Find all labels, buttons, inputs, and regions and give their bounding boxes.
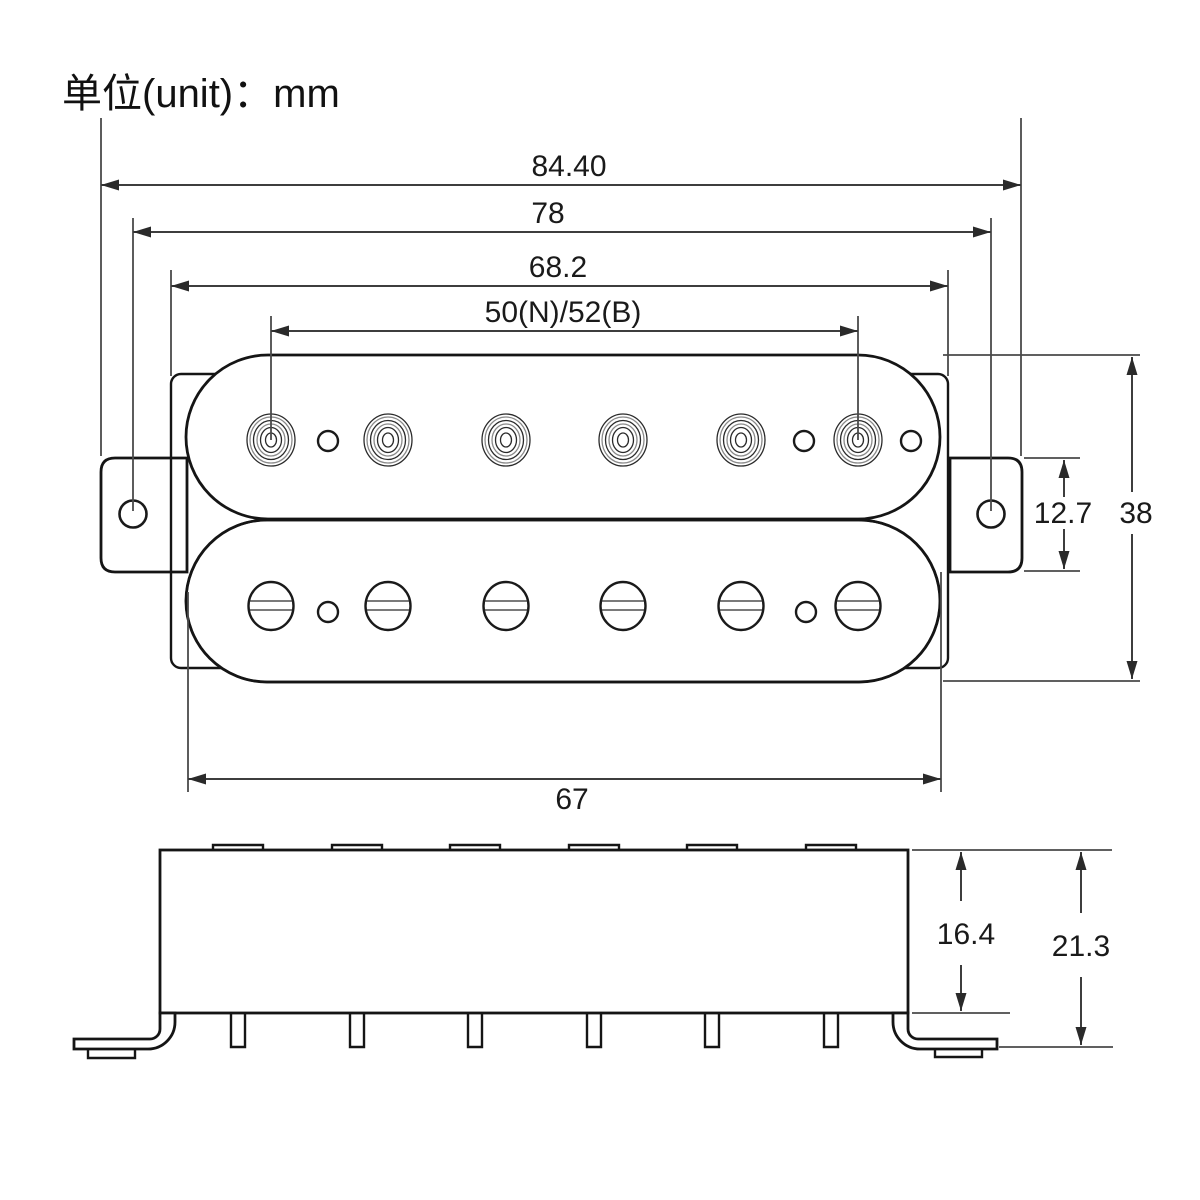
dim-bobbin-length: 67 — [188, 773, 941, 816]
bottom-small-hole — [316, 600, 340, 624]
dim-side-body-height-label: 16.4 — [937, 918, 995, 951]
dim-baseplate-width-label: 68.2 — [529, 251, 587, 284]
top-view — [99, 353, 1024, 684]
dim-mounting-hole-spacing-label: 78 — [531, 197, 564, 230]
dim-pole-spacing-label: 50(N)/52(B) — [485, 296, 642, 329]
screw-pole — [247, 580, 295, 632]
bottom-row-screw-poles — [247, 580, 882, 632]
left-bracket — [72, 1011, 177, 1051]
dim-bobbin-length-label: 67 — [555, 783, 588, 816]
side-pole-tops — [211, 843, 858, 852]
right-bracket — [891, 1011, 999, 1051]
screw-pole — [482, 580, 530, 632]
dim-overall-width: 84.40 — [101, 150, 1021, 191]
pole-piece — [481, 413, 531, 467]
top-small-hole — [899, 429, 923, 453]
dim-pole-spacing: 50(N)/52(B) — [271, 296, 858, 337]
screw-pole — [364, 580, 412, 632]
top-bobbin — [184, 353, 942, 521]
unit-label: 单位(unit)：mm — [62, 72, 340, 116]
dimension-annotations: 84.40 78 68.2 50(N)/52(B) — [100, 118, 1153, 1048]
dim-body-height-label: 38 — [1119, 497, 1152, 530]
dim-body-height: 38 — [1119, 357, 1153, 679]
bottom-small-hole — [794, 600, 818, 624]
dim-side-total-height: 21.3 — [1052, 852, 1110, 1045]
top-row-pole-pieces — [246, 413, 883, 467]
pole-piece — [246, 413, 296, 467]
side-body — [158, 848, 910, 1015]
dim-side-total-height-label: 21.3 — [1052, 930, 1110, 963]
dim-baseplate-width: 68.2 — [171, 251, 948, 292]
right-bracket-foot — [933, 1048, 984, 1059]
pole-piece — [598, 413, 648, 467]
screw-pole — [834, 580, 882, 632]
dim-ear-height: 12.7 — [1034, 460, 1092, 569]
side-screw-legs — [229, 1013, 840, 1049]
side-view — [72, 843, 999, 1060]
pole-piece — [363, 413, 413, 467]
dim-overall-width-label: 84.40 — [531, 150, 606, 183]
bottom-bobbin — [184, 518, 942, 684]
left-bracket-foot — [86, 1049, 137, 1060]
screw-pole — [599, 580, 647, 632]
top-small-hole — [792, 429, 816, 453]
dim-mounting-hole-spacing: 78 — [133, 197, 991, 238]
bottom-bobbin-outline — [184, 518, 942, 684]
screw-pole — [717, 580, 765, 632]
top-small-hole — [316, 429, 340, 453]
dim-ear-height-label: 12.7 — [1034, 497, 1092, 530]
dim-side-body-height: 16.4 — [937, 852, 995, 1011]
pole-piece — [716, 413, 766, 467]
